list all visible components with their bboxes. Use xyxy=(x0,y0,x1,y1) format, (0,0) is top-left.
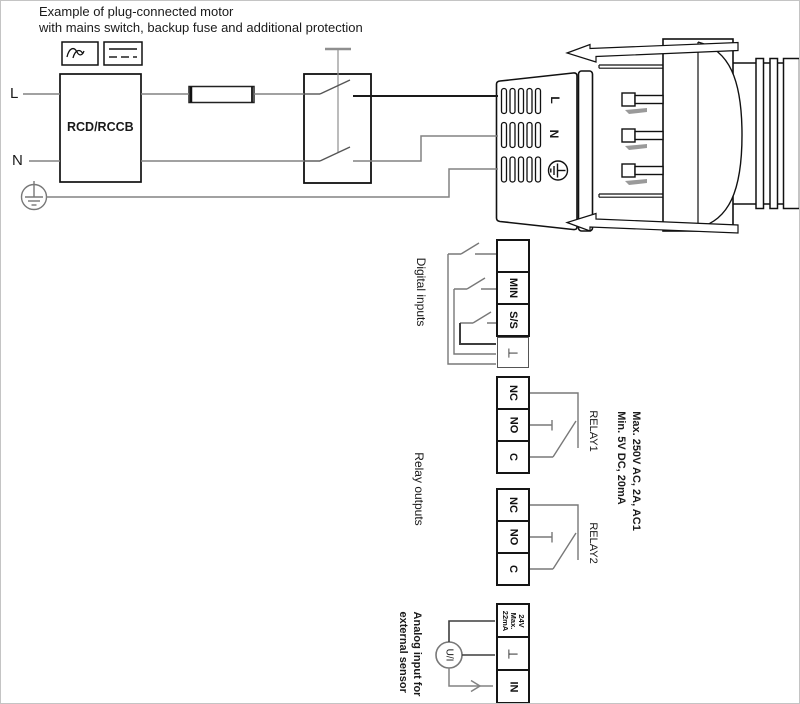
wire-n-to-plug xyxy=(353,135,498,162)
relay-outputs-section-label: Relay outputs xyxy=(412,452,426,526)
terminal-no: NO xyxy=(498,522,528,554)
diagram-title-line2: with mains switch, backup fuse and addit… xyxy=(39,20,363,35)
earth-electrode-icon xyxy=(20,181,48,211)
insertion-arrow-top xyxy=(565,41,739,63)
relay2-label: RELAY2 xyxy=(587,522,599,564)
plug-earth-icon xyxy=(547,160,569,181)
terminal-in: IN xyxy=(507,681,519,692)
mains-switch xyxy=(303,47,372,184)
terminal-nc: NC xyxy=(498,490,528,522)
mains-plug xyxy=(495,70,594,232)
wires xyxy=(23,93,498,198)
digital-input-switches xyxy=(447,242,496,365)
terminal-no: NO xyxy=(498,410,528,442)
terminal-c: C xyxy=(506,565,519,573)
signal-arrow-icon xyxy=(470,679,482,693)
plug-l-label: L xyxy=(548,96,562,104)
terminal-blank xyxy=(498,241,528,273)
plug-n-label: N xyxy=(547,129,561,139)
rcd-box xyxy=(59,73,142,183)
terminal-ss: S/S xyxy=(506,311,519,329)
sensor-ui-label: U/I xyxy=(443,648,455,662)
relay2-terminal-block: NC NO C xyxy=(496,488,530,586)
digital-input-terminal-block: MIN S/S xyxy=(496,239,530,337)
motor-socket xyxy=(565,38,799,234)
digital-inputs-section-label: Digital inputs xyxy=(414,257,428,327)
terminal-min: MIN xyxy=(498,273,528,305)
terminal-digital-ground: ⊥ xyxy=(497,337,529,368)
supply-l-label: L xyxy=(10,85,19,102)
supply-n-label: N xyxy=(12,152,23,169)
rcd-label: RCD/RCCB xyxy=(67,120,134,134)
analog-input-section-label: Analog input for external sensor xyxy=(397,611,423,697)
relay1-label: RELAY1 xyxy=(587,410,599,452)
wire-earth-to-plug xyxy=(46,168,498,198)
terminal-c: C xyxy=(506,453,519,461)
diagram-title-line1: Example of plug-connected motor xyxy=(39,4,234,19)
relay1-contact xyxy=(530,392,579,458)
fuse xyxy=(188,85,255,104)
relay-rating-text: Max. 250V AC, 2A, AC1 Min. 5V DC, 20mA xyxy=(615,411,642,531)
relay1-terminal-block: NC NO C xyxy=(496,376,530,474)
ac-wave-icon xyxy=(61,41,99,66)
analog-sensor-wiring xyxy=(435,620,495,693)
switch-contacts xyxy=(304,79,351,162)
terminal-analog-ground: ⊥ xyxy=(498,638,528,671)
dc-dashes-icon xyxy=(103,41,143,66)
relay2-contact xyxy=(530,504,579,570)
insertion-arrow-bottom xyxy=(565,212,739,234)
socket-pins xyxy=(621,92,664,185)
switch-handle-icon xyxy=(325,47,351,153)
terminal-nc: NC xyxy=(498,378,528,410)
plug-vent-slots xyxy=(500,87,542,183)
socket-bell xyxy=(697,41,743,229)
